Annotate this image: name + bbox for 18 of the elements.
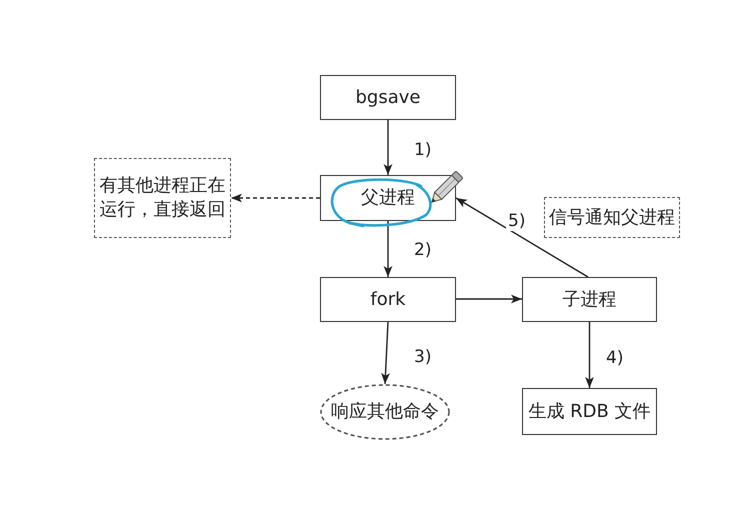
note-box: 有其他进程正在运行，直接返回 bbox=[94, 158, 231, 238]
arrow bbox=[384, 221, 392, 277]
arrow bbox=[384, 120, 392, 175]
arrow bbox=[456, 197, 588, 278]
process-box: 子进程 bbox=[522, 277, 657, 322]
note-box: 信号通知父进程 bbox=[544, 197, 680, 238]
arrow bbox=[456, 294, 522, 304]
process-box: 生成 RDB 文件 bbox=[522, 388, 657, 435]
edge-label: 2) bbox=[412, 240, 434, 260]
arrow bbox=[231, 194, 320, 202]
process-box: fork bbox=[320, 277, 456, 322]
arrow bbox=[381, 322, 390, 384]
edge-label: 4) bbox=[604, 348, 626, 368]
terminal-ellipse: 响应其他命令 bbox=[320, 384, 450, 440]
edge-label: 5) bbox=[506, 211, 528, 231]
edge-label: 3) bbox=[412, 347, 434, 367]
arrow bbox=[585, 322, 594, 388]
process-box: bgsave bbox=[320, 75, 456, 120]
